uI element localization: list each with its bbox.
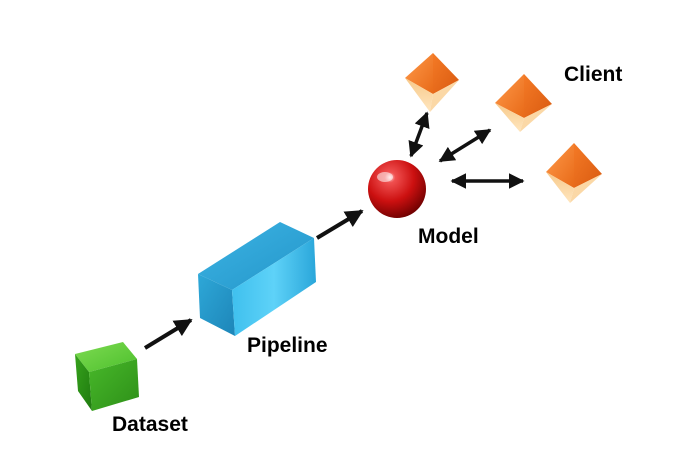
dataset-node [75,342,139,411]
pipeline-node [198,222,316,336]
model-label: Model [418,225,479,248]
client-node-2 [495,74,552,132]
client-node-1 [405,53,459,112]
model-node [368,160,426,218]
arrow-model-client-2 [438,128,492,163]
arrow-pipeline-to-model [315,209,364,240]
arrow-model-client-1 [408,111,430,158]
client-node-3 [546,143,602,203]
dataset-label: Dataset [112,413,188,436]
arrow-dataset-to-pipeline [143,318,193,350]
pipeline-label: Pipeline [247,334,328,357]
client-label: Client [564,63,623,86]
